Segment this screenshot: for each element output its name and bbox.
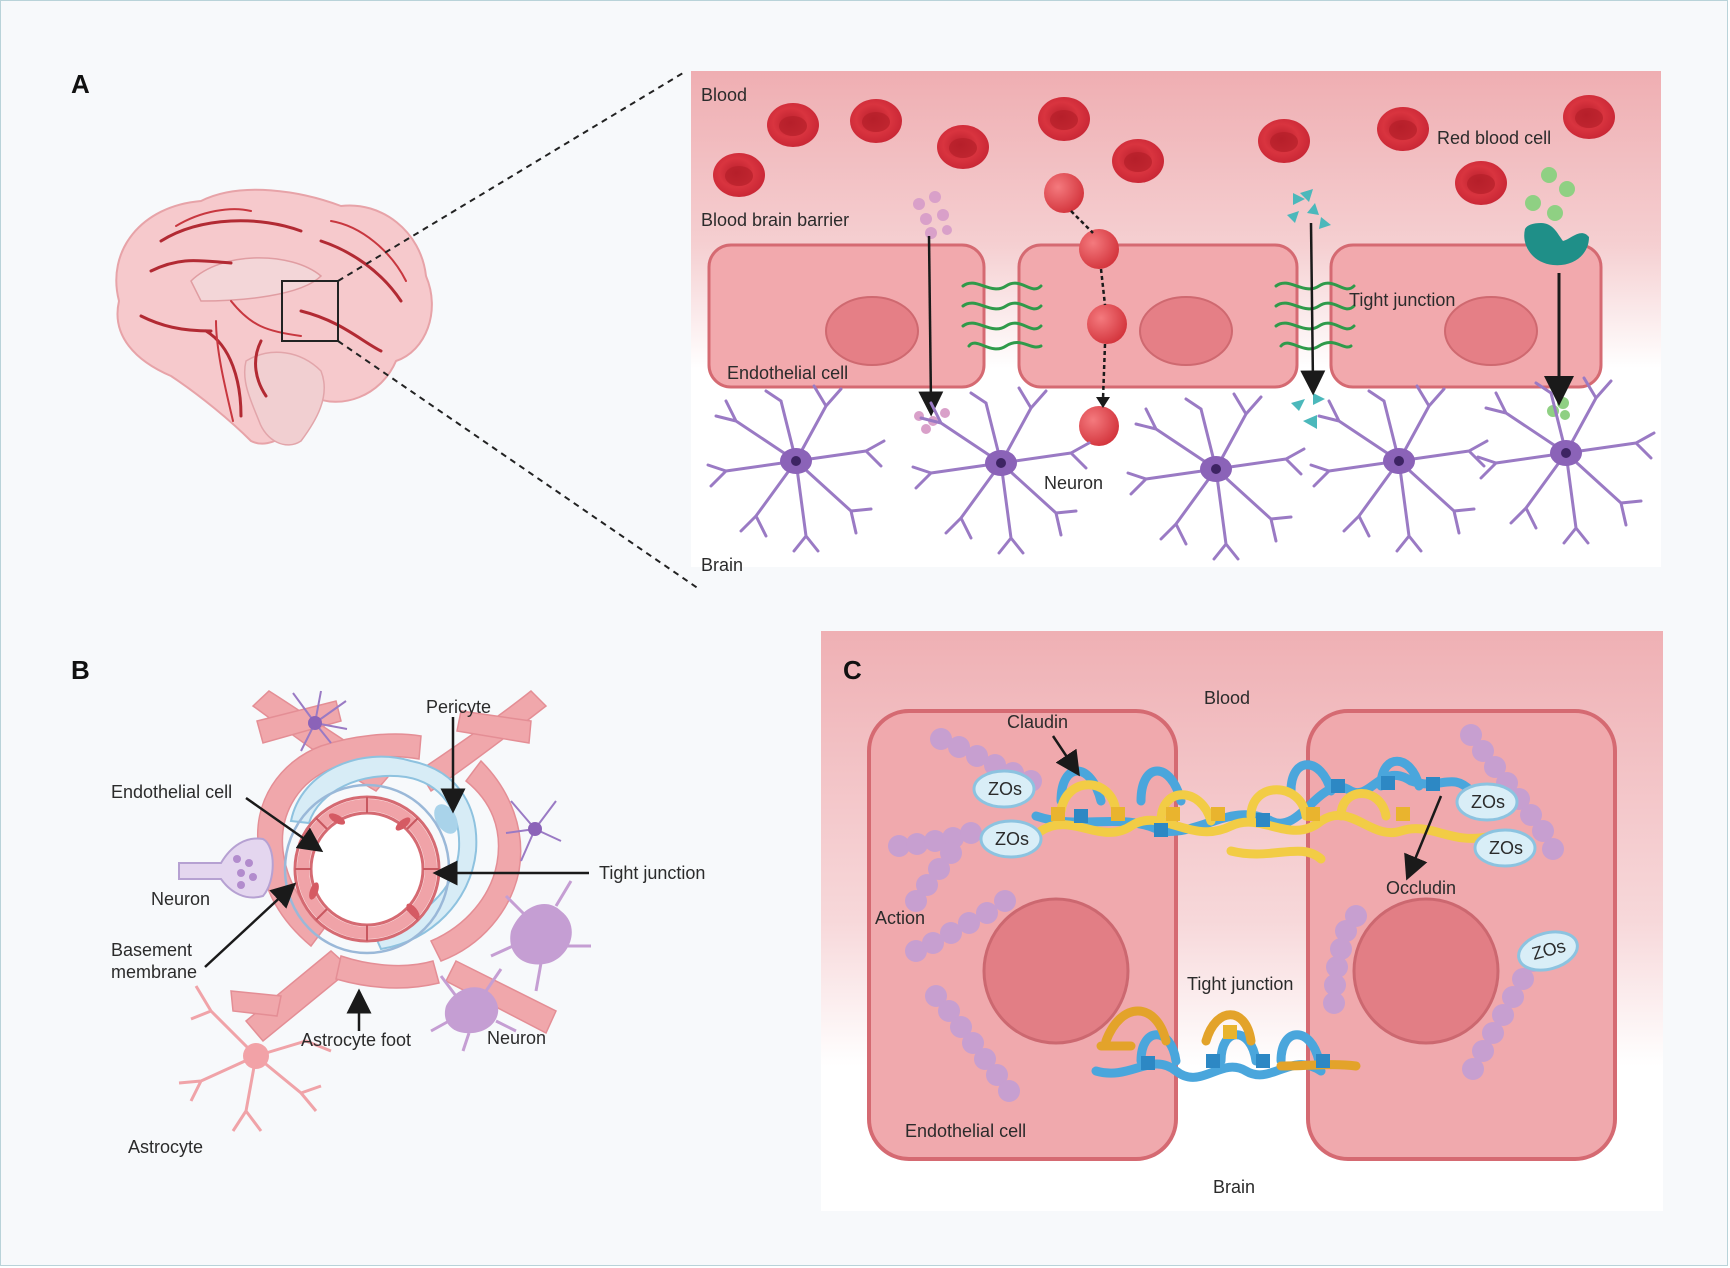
red-blood-cell [1258, 119, 1310, 163]
label-basement-1: Basement [111, 940, 192, 960]
panel-label-b: B [71, 655, 90, 685]
zos-label: ZOs [1489, 838, 1523, 858]
nucleus-right [1352, 897, 1500, 1045]
label-basement-2: membrane [111, 962, 197, 982]
label-endothelial-cell: Endothelial cell [111, 782, 232, 802]
nucleus [825, 296, 919, 366]
label-astrocyte: Astrocyte [128, 1137, 203, 1157]
label-neuron-left: Neuron [151, 889, 210, 909]
endothelial-ring [293, 795, 441, 943]
label-endothelial-cell-c: Endothelial cell [905, 1121, 1026, 1141]
label-neuron: Neuron [1044, 473, 1103, 493]
red-blood-cell [1377, 107, 1429, 151]
label-action: Action [875, 908, 925, 928]
red-blood-cell [1038, 97, 1090, 141]
tight-junction-proteins [961, 281, 1356, 351]
label-blood-c: Blood [1204, 688, 1250, 708]
red-blood-cell [767, 103, 819, 147]
panel-b-vessel: Pericyte Endothelial cell Tight junction… [111, 689, 705, 1157]
neuron-glia [510, 903, 572, 965]
red-blood-cell [713, 153, 765, 197]
panel-label-a: A [71, 69, 90, 99]
red-blood-cell [850, 99, 902, 143]
zos-label: ZOs [1471, 792, 1505, 812]
zos-label: ZOs [988, 779, 1022, 799]
panel-c-tight-junction: C [821, 631, 1663, 1211]
astrocyte [178, 985, 332, 1132]
brain-illustration [115, 188, 433, 446]
label-tight-junction: Tight junction [599, 863, 705, 883]
pericyte [289, 755, 478, 951]
zoom-line-bottom [337, 340, 700, 590]
transport-arrow [1300, 222, 1326, 396]
label-red-blood-cell: Red blood cell [1437, 128, 1551, 148]
label-pericyte: Pericyte [426, 697, 491, 717]
label-endothelial-cell: Endothelial cell [727, 363, 848, 383]
label-astrocyte-foot: Astrocyte foot [301, 1030, 411, 1050]
panel-a-bbb: Blood Blood brain barrier Red blood cell… [691, 71, 1661, 575]
nucleus [1139, 296, 1233, 366]
small-molecules [913, 191, 952, 434]
red-blood-cell [1455, 161, 1507, 205]
label-claudin: Claudin [1007, 712, 1068, 732]
zoom-box [281, 280, 339, 342]
zos-label: ZOs [995, 829, 1029, 849]
nucleus [1444, 296, 1538, 366]
transport-arrow [918, 235, 944, 417]
panel-label-c: C [843, 655, 862, 685]
label-bbb: Blood brain barrier [701, 210, 849, 230]
claudin-strand [1036, 780, 1496, 864]
transport-balls [1044, 173, 1127, 446]
receptor [1524, 223, 1589, 266]
zoom-line-top [337, 72, 684, 282]
nucleus-left [982, 897, 1130, 1045]
label-tight-junction-c: Tight junction [1187, 974, 1293, 994]
red-blood-cell [1112, 139, 1164, 183]
label-occludin: Occludin [1386, 878, 1456, 898]
label-brain: Brain [701, 555, 743, 575]
label-neuron-right: Neuron [487, 1028, 546, 1048]
red-blood-cell [1563, 95, 1615, 139]
neuron-small [292, 690, 562, 862]
label-blood: Blood [701, 85, 747, 105]
label-brain-c: Brain [1213, 1177, 1255, 1197]
triangle-molecules [1287, 189, 1331, 429]
neuron-terminal [178, 837, 274, 899]
label-tight-junction: Tight junction [1349, 290, 1455, 310]
zos-bubbles [972, 769, 1579, 972]
red-blood-cell [937, 125, 989, 169]
